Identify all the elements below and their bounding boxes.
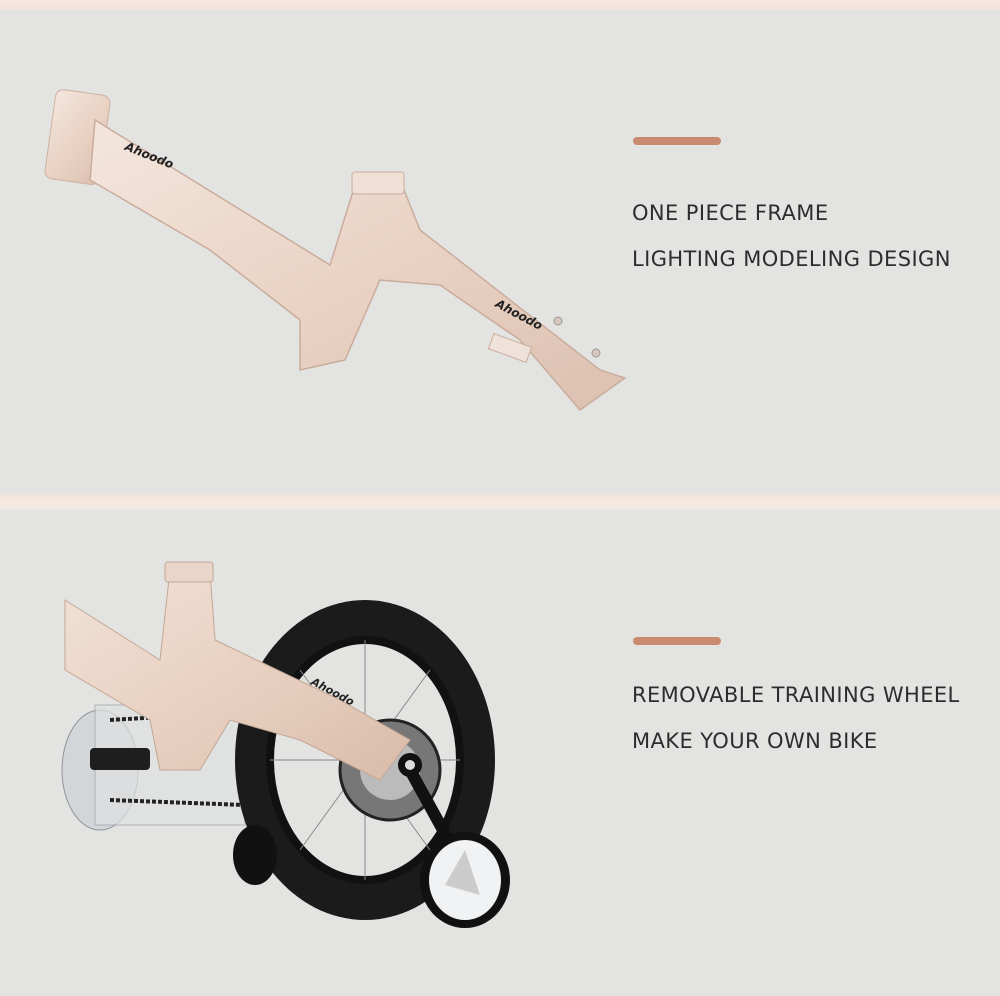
accent-bar: [633, 637, 721, 645]
section-divider: [0, 492, 1000, 510]
feature-title: ONE PIECE FRAME: [632, 201, 829, 225]
accent-bar: [633, 137, 721, 145]
feature-subtitle: MAKE YOUR OWN BIKE: [632, 729, 878, 753]
feature-title: REMOVABLE TRAINING WHEEL: [632, 683, 960, 707]
feature-subtitle: LIGHTING MODELING DESIGN: [632, 247, 951, 271]
feature-panel-frame: Ahoodo Ahoodo ONE PIECE FRAME LIGHTING M…: [0, 10, 1000, 492]
top-border: [0, 0, 1000, 10]
feature-panel-training-wheel: Ahoodo REMOVABLE TRAINING WHEEL MAKE YOU…: [0, 510, 1000, 996]
bike-frame-image: Ahoodo Ahoodo: [44, 89, 627, 412]
rear-wheel-training-wheel-image: Ahoodo: [61, 561, 510, 928]
